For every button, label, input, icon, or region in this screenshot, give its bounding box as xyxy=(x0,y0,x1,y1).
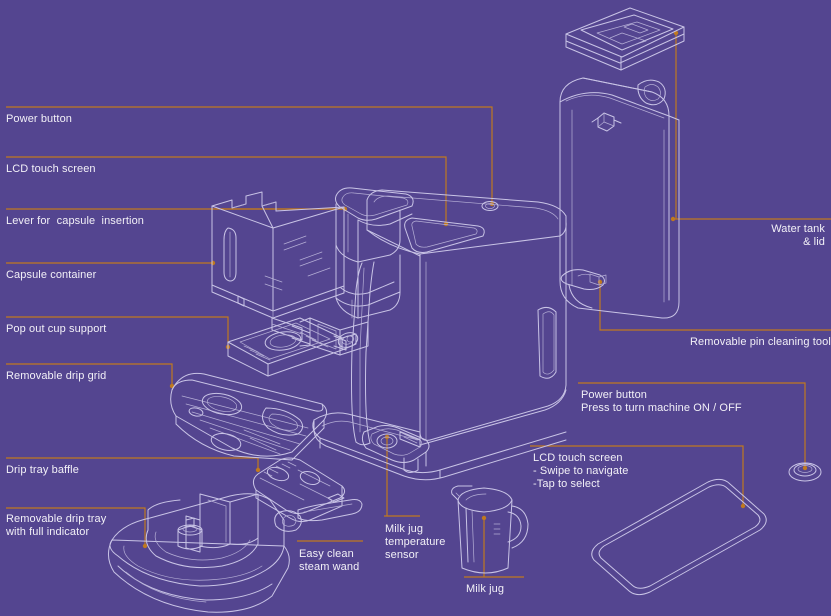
lcd-screen-detail-graphic xyxy=(591,478,767,596)
callout-removable-drip-grid: Removable drip grid xyxy=(6,370,107,382)
power-button-detail-graphic xyxy=(788,462,822,482)
callout-easy-clean-steam-wand: Easy clean steam wand xyxy=(299,548,360,573)
water-tank-body xyxy=(559,77,680,319)
leader-lines xyxy=(6,30,831,578)
removable-drip-tray xyxy=(108,493,290,613)
milk-jug xyxy=(451,485,529,574)
callout-milk-jug: Milk jug xyxy=(466,583,505,595)
callout-pop-out-cup-support: Pop out cup support xyxy=(6,323,107,335)
water-tank-lid xyxy=(565,7,685,71)
callout-lcd-touch-screen-detail: LCD touch screen - Swipe to navigate -Ta… xyxy=(533,452,629,490)
removable-drip-grid xyxy=(170,372,328,461)
callout-power-button-left: Power button xyxy=(6,113,73,125)
pop-out-cup-support xyxy=(227,317,357,377)
callout-water-tank: Water tank & lid xyxy=(771,223,825,248)
capsule-container xyxy=(211,191,345,319)
callout-removable-drip-tray: Removable drip tray with full indicator xyxy=(6,513,107,538)
removable-pin-cleaning-tool xyxy=(560,269,607,290)
callout-lcd-touch-screen-left: LCD touch screen xyxy=(6,163,96,175)
drip-tray-baffle xyxy=(252,457,363,532)
callout-lever-capsule-insertion: Lever for capsule insertion xyxy=(6,215,145,227)
callout-capsule-container: Capsule container xyxy=(6,269,97,281)
callout-milk-jug-temperature-sensor: Milk jug temperature sensor xyxy=(385,523,446,561)
callout-power-button-detail: Power button Press to turn machine ON / … xyxy=(581,389,742,414)
coffee-machine-body xyxy=(271,187,567,481)
callout-drip-tray-baffle: Drip tray baffle xyxy=(6,464,79,476)
callout-removable-pin-cleaning-tool: Removable pin cleaning tool xyxy=(690,336,831,348)
